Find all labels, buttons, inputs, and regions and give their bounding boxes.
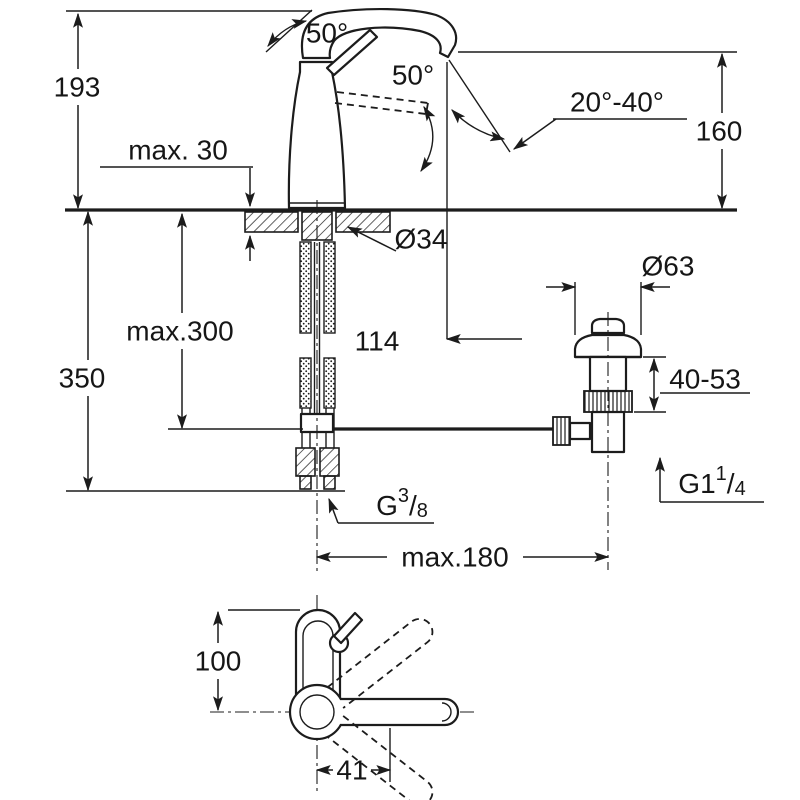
dimension-41: 41 [315, 728, 392, 786]
dim-350-label: 350 [59, 363, 106, 394]
dimension-100: 100 [195, 609, 300, 712]
spout-outline [300, 7, 458, 60]
thread-g114-label: G11/4 [678, 463, 745, 500]
dim-193-label: 193 [54, 72, 101, 103]
dimension-max300: max.300 [126, 212, 303, 430]
handle-lever [325, 28, 379, 77]
dim-max30-label: max. 30 [128, 135, 228, 166]
dimension-dia34: Ø34 [346, 224, 448, 255]
dimension-max30: max. 30 [100, 135, 255, 261]
dimension-max180: max.180 [315, 542, 610, 573]
thread-g114: G11/4 [655, 456, 764, 503]
pop-up-rod [299, 412, 553, 434]
dimension-350: 350 [59, 210, 345, 492]
thread-g38-label: G3/8 [376, 485, 428, 522]
faucet-plan-view: 100 41 [195, 595, 478, 800]
dim-114-label: 114 [355, 326, 400, 357]
dim-40-53-label: 40-53 [669, 364, 741, 395]
plan-lever-dashed-down [326, 715, 434, 800]
dim-41-label: 41 [336, 755, 367, 786]
dimension-193: 193 [54, 10, 312, 210]
drain-assembly [552, 317, 643, 454]
plan-handle-tip [332, 611, 364, 645]
hose-nut [295, 447, 316, 477]
dimension-160: 160 [458, 51, 743, 210]
mounting-shank-and-hoses [295, 211, 340, 490]
angle-swivel-label: 50° [306, 18, 348, 49]
dim-max300-label: max.300 [126, 316, 233, 347]
dimension-114: 114 [355, 62, 522, 357]
hose-nut [319, 447, 340, 477]
plan-body-outer [288, 683, 346, 741]
dim-160-label: 160 [696, 116, 743, 147]
dia-34-label: Ø34 [395, 224, 448, 255]
faucet-side-view [265, 7, 511, 210]
plan-lever-dashed-up [326, 618, 434, 709]
angle-spray-label: 20°-40° [570, 87, 664, 118]
angle-lift-label: 50° [392, 60, 434, 91]
rod-clamp [568, 421, 592, 441]
dimension-20-40: 20°-40° [512, 87, 687, 150]
clamp-knob [552, 416, 571, 446]
dim-100-label: 100 [195, 646, 242, 677]
plan-lever [340, 697, 460, 727]
handle-lever-dashed [334, 91, 429, 115]
dimension-40-53: 40-53 [634, 356, 750, 413]
dia-63-label: Ø63 [642, 251, 695, 282]
dim-max180-label: max.180 [401, 542, 508, 573]
dimension-dia63: Ø63 [546, 251, 695, 335]
thread-g38: G3/8 [328, 485, 434, 524]
plan-body-inner [299, 694, 335, 730]
